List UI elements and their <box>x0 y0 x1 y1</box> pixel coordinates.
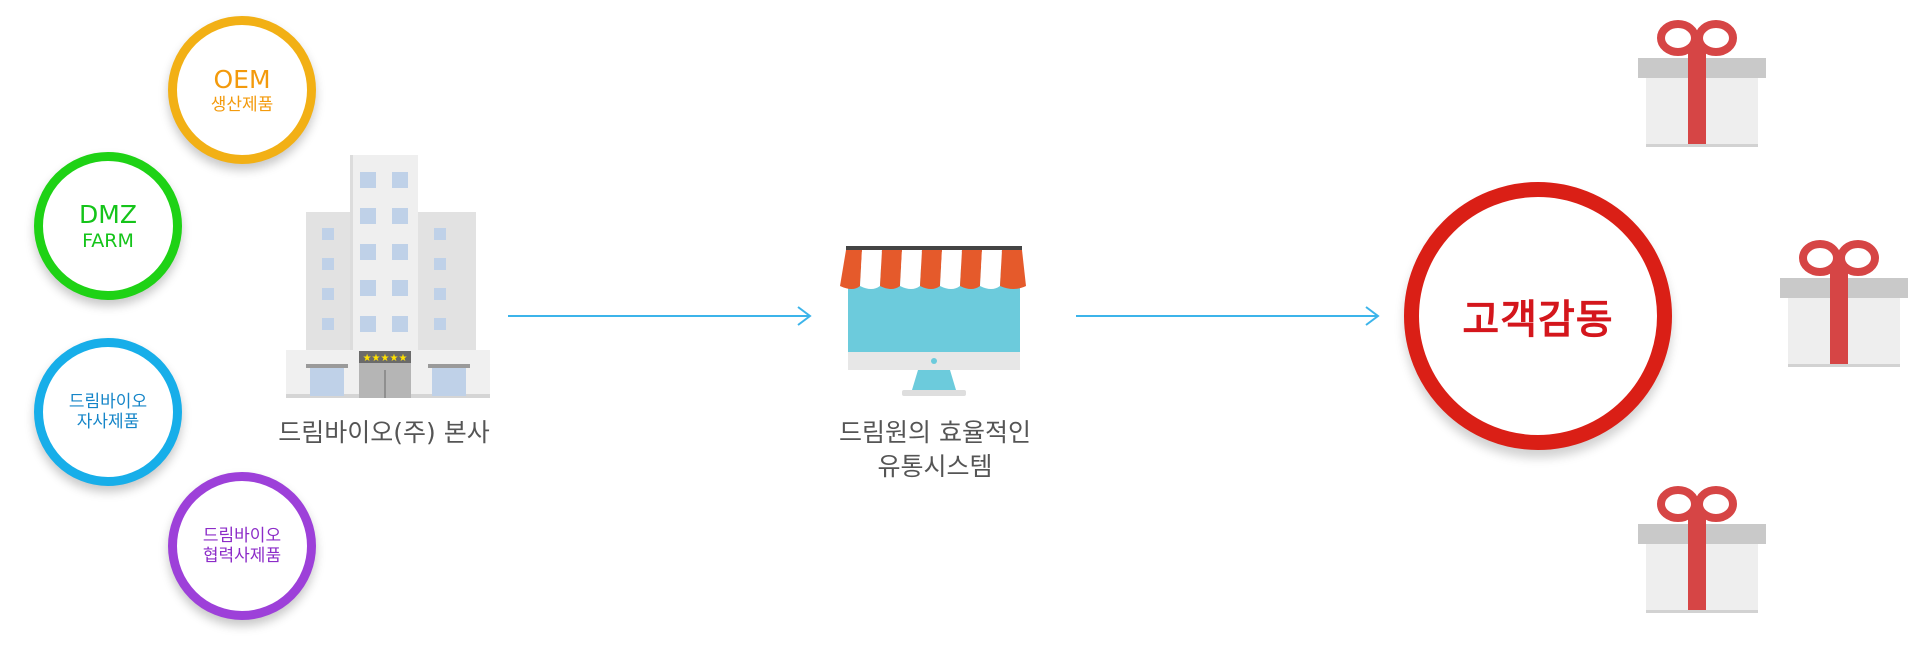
source-self-subtitle: 자사제품 <box>76 412 140 432</box>
source-dmz-subtitle: FARM <box>82 229 134 252</box>
source-dmz-title: DMZ <box>79 199 137 229</box>
svg-text:★★★★★: ★★★★★ <box>363 353 408 364</box>
source-self-products-circle: 드림바이오 자사제품 <box>34 338 182 486</box>
shop-caption-line1: 드림원의 효율적인 <box>839 418 1031 447</box>
source-partner-products-circle: 드림바이오 협력사제품 <box>168 472 316 620</box>
source-self-title: 드림바이오 <box>68 391 148 412</box>
source-oem-circle: OEM 생산제품 <box>168 16 316 164</box>
source-partner-title: 드림바이오 <box>202 525 282 546</box>
gift-box-icon <box>1780 240 1908 367</box>
gift-box-icon <box>1638 20 1766 147</box>
source-partner-subtitle: 협력사제품 <box>202 546 282 566</box>
office-building-icon: ★★★★★ <box>286 155 490 398</box>
storefront-monitor-icon <box>840 246 1026 396</box>
hq-caption: 드림바이오(주) 본사 <box>278 418 490 447</box>
arrow-hq-to-shop <box>508 306 812 326</box>
goal-circle: 고객감동 <box>1404 182 1672 450</box>
goal-label: 고객감동 <box>1462 297 1614 343</box>
source-dmz-circle: DMZ FARM <box>34 152 182 300</box>
gift-box-icon <box>1638 486 1766 613</box>
shop-caption-line2: 유통시스템 <box>877 451 993 481</box>
arrow-shop-to-goal <box>1076 306 1380 326</box>
source-oem-subtitle: 생산제품 <box>210 94 274 115</box>
source-oem-title: OEM <box>213 64 271 94</box>
shop-caption: 드림원의 효율적인 유통시스템 <box>820 416 1050 484</box>
